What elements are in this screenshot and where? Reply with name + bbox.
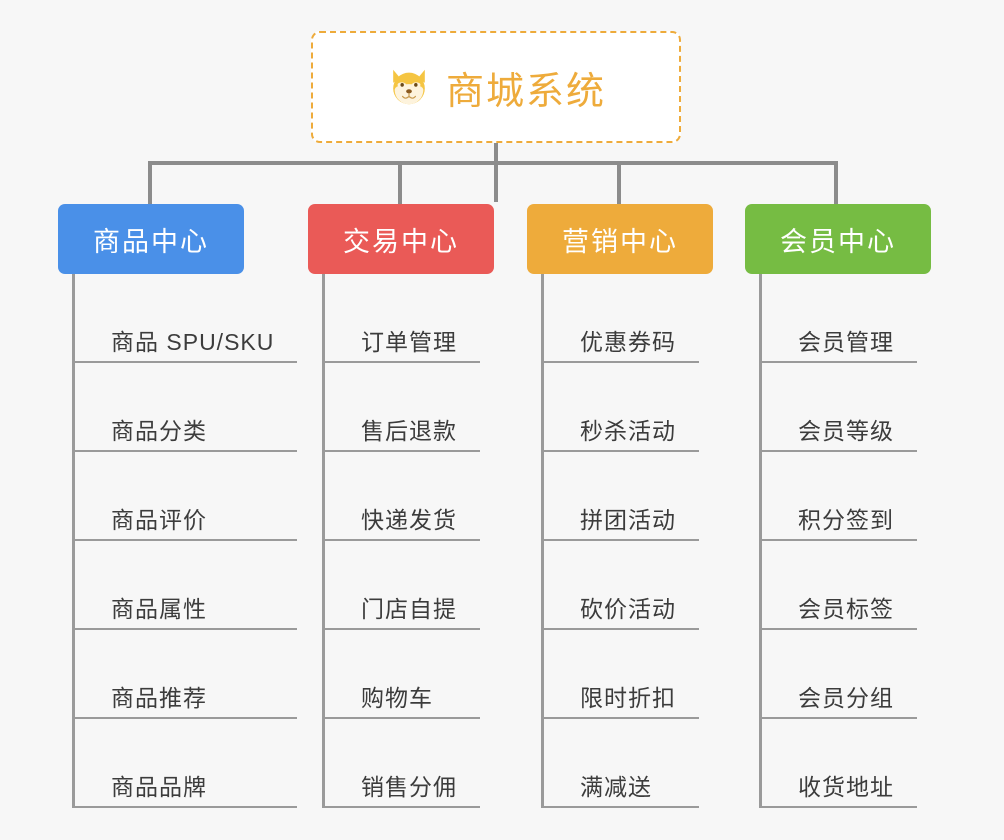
leaf-item-label: 购物车: [361, 685, 433, 711]
leaf-item[interactable]: 商品分类: [75, 363, 297, 452]
connector-root-stem: [494, 143, 498, 202]
category-header[interactable]: 营销中心: [527, 204, 713, 274]
leaf-underline: [325, 717, 480, 719]
leaf-item-label: 快递发货: [361, 507, 457, 533]
leaf-item[interactable]: 商品评价: [75, 452, 297, 541]
leaf-item[interactable]: 拼团活动: [544, 452, 713, 541]
leaf-item-label: 会员标签: [798, 596, 894, 622]
leaf-item[interactable]: 快递发货: [325, 452, 494, 541]
connector-drop-2: [398, 161, 402, 208]
leaf-underline: [544, 806, 699, 808]
leaf-item-label: 会员等级: [798, 418, 894, 444]
leaf-underline: [762, 539, 917, 541]
leaf-underline: [544, 628, 699, 630]
leaf-item[interactable]: 订单管理: [325, 274, 494, 363]
branch-column-2: 交易中心订单管理售后退款快递发货门店自提购物车销售分佣: [308, 204, 494, 808]
leaf-item[interactable]: 积分签到: [762, 452, 931, 541]
leaf-underline: [325, 628, 480, 630]
leaf-underline: [544, 450, 699, 452]
leaf-underline: [762, 361, 917, 363]
connector-drop-3: [617, 161, 621, 208]
leaf-underline: [75, 450, 297, 452]
leaf-item-label: 拼团活动: [580, 507, 676, 533]
leaf-underline: [544, 361, 699, 363]
leaf-item[interactable]: 砍价活动: [544, 541, 713, 630]
leaf-item-label: 订单管理: [361, 329, 457, 355]
leaf-underline: [325, 806, 480, 808]
leaf-item-label: 商品分类: [111, 418, 207, 444]
leaf-item[interactable]: 售后退款: [325, 363, 494, 452]
leaf-underline: [762, 450, 917, 452]
shiba-dog-face-icon: [386, 64, 432, 110]
category-header[interactable]: 会员中心: [745, 204, 931, 274]
leaf-item-label: 商品 SPU/SKU: [111, 329, 275, 355]
leaf-item[interactable]: 购物车: [325, 630, 494, 719]
leaf-item[interactable]: 优惠券码: [544, 274, 713, 363]
leaf-item[interactable]: 销售分佣: [325, 719, 494, 808]
branch-column-4: 会员中心会员管理会员等级积分签到会员标签会员分组收货地址: [745, 204, 931, 808]
leaf-item-label: 商品评价: [111, 507, 207, 533]
category-header[interactable]: 商品中心: [58, 204, 244, 274]
leaf-item[interactable]: 会员管理: [762, 274, 931, 363]
leaf-item-label: 售后退款: [361, 418, 457, 444]
leaf-item-label: 积分签到: [798, 507, 894, 533]
leaf-list: 商品 SPU/SKU 商品分类商品评价商品属性商品推荐商品品牌: [72, 274, 297, 808]
branch-column-3: 营销中心优惠券码秒杀活动拼团活动砍价活动限时折扣满减送: [527, 204, 713, 808]
root-node-mall-system[interactable]: 商城系统: [311, 31, 681, 143]
leaf-underline: [762, 806, 917, 808]
leaf-item[interactable]: 会员等级: [762, 363, 931, 452]
leaf-item-label: 收货地址: [798, 774, 894, 800]
leaf-underline: [325, 450, 480, 452]
leaf-item-label: 优惠券码: [580, 329, 676, 355]
category-header-label: 商品中心: [93, 226, 209, 257]
leaf-list: 优惠券码秒杀活动拼团活动砍价活动限时折扣满减送: [541, 274, 713, 808]
leaf-underline: [544, 539, 699, 541]
leaf-list: 会员管理会员等级积分签到会员标签会员分组收货地址: [759, 274, 931, 808]
leaf-item-label: 会员管理: [798, 329, 894, 355]
leaf-underline: [75, 361, 297, 363]
leaf-underline: [75, 628, 297, 630]
leaf-item[interactable]: 收货地址: [762, 719, 931, 808]
leaf-underline: [75, 539, 297, 541]
category-header-label: 营销中心: [562, 226, 678, 257]
leaf-underline: [762, 628, 917, 630]
leaf-item[interactable]: 商品品牌: [75, 719, 297, 808]
leaf-item-label: 商品属性: [111, 596, 207, 622]
leaf-item[interactable]: 门店自提: [325, 541, 494, 630]
branch-column-1: 商品中心商品 SPU/SKU 商品分类商品评价商品属性商品推荐商品品牌: [58, 204, 297, 808]
leaf-item[interactable]: 秒杀活动: [544, 363, 713, 452]
category-header-label: 交易中心: [343, 226, 459, 257]
leaf-underline: [762, 717, 917, 719]
leaf-item[interactable]: 限时折扣: [544, 630, 713, 719]
leaf-item-label: 商品品牌: [111, 774, 207, 800]
leaf-item-label: 会员分组: [798, 685, 894, 711]
connector-horizontal-bus: [148, 161, 838, 165]
root-title: 商城系统: [445, 70, 606, 113]
leaf-item-label: 门店自提: [361, 596, 457, 622]
leaf-item-label: 商品推荐: [111, 685, 207, 711]
leaf-underline: [75, 806, 297, 808]
leaf-underline: [75, 717, 297, 719]
leaf-item-label: 限时折扣: [580, 685, 676, 711]
category-header[interactable]: 交易中心: [308, 204, 494, 274]
leaf-item[interactable]: 商品推荐: [75, 630, 297, 719]
leaf-item-label: 满减送: [580, 774, 652, 800]
leaf-item[interactable]: 商品属性: [75, 541, 297, 630]
leaf-item[interactable]: 满减送: [544, 719, 713, 808]
connector-drop-4: [834, 161, 838, 208]
leaf-item[interactable]: 会员分组: [762, 630, 931, 719]
leaf-item-label: 砍价活动: [580, 596, 676, 622]
leaf-underline: [325, 539, 480, 541]
leaf-underline: [544, 717, 699, 719]
leaf-item-label: 销售分佣: [361, 774, 457, 800]
leaf-item[interactable]: 会员标签: [762, 541, 931, 630]
leaf-item-label: 秒杀活动: [580, 418, 676, 444]
leaf-item[interactable]: 商品 SPU/SKU: [75, 274, 297, 363]
leaf-list: 订单管理售后退款快递发货门店自提购物车销售分佣: [322, 274, 494, 808]
category-header-label: 会员中心: [780, 226, 896, 257]
connector-drop-1: [148, 161, 152, 208]
leaf-underline: [325, 361, 480, 363]
